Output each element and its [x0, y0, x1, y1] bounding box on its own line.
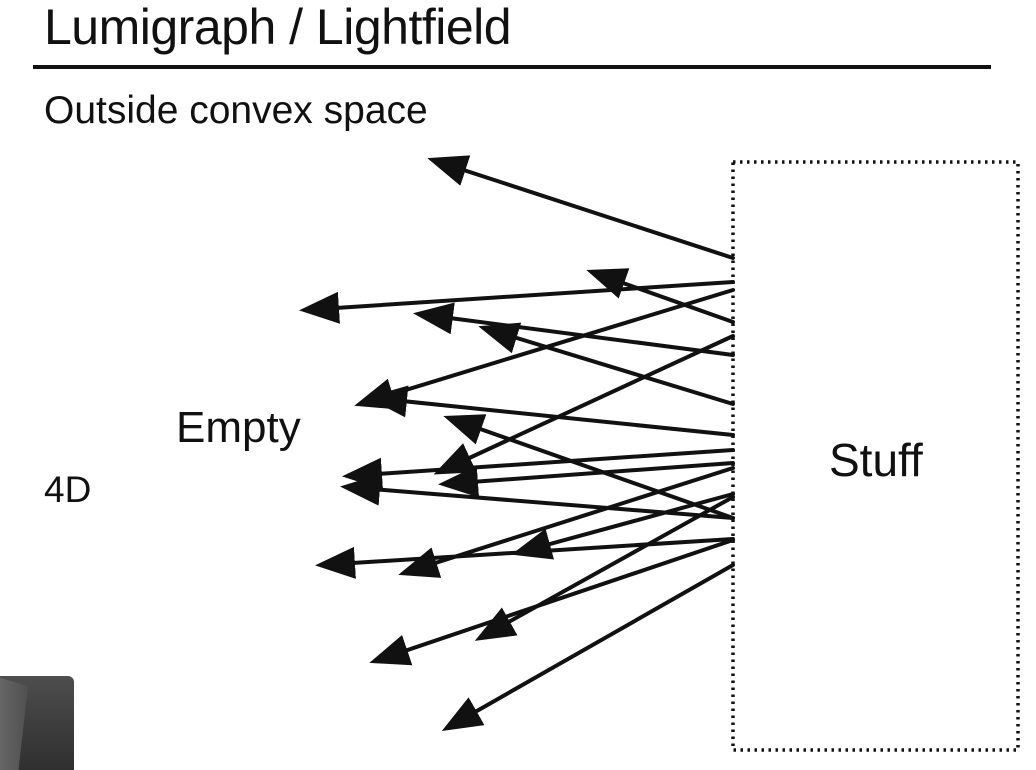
light-ray-arrow — [438, 461, 735, 498]
light-ray-arrow — [433, 334, 735, 475]
light-ray-arrow — [511, 492, 735, 560]
light-ray-arrow — [478, 322, 735, 406]
slide-subtitle: Outside convex space — [44, 89, 428, 132]
light-ray-arrow — [441, 563, 735, 731]
stuff-label: Stuff — [829, 434, 923, 486]
light-ray-arrow — [299, 280, 735, 324]
light-ray-arrow — [474, 495, 735, 641]
webcam-thumbnail — [0, 676, 74, 770]
light-ray-arrow — [413, 302, 735, 357]
light-ray-arrow — [586, 268, 735, 324]
stuff-region-box — [731, 160, 1020, 752]
title-divider — [33, 65, 991, 69]
light-ray-arrow — [342, 448, 735, 490]
light-rays — [299, 155, 735, 731]
light-ray-arrow — [427, 155, 735, 260]
light-ray-arrow — [367, 385, 735, 437]
light-ray-arrow — [369, 538, 735, 666]
webcam-shade — [0, 676, 28, 770]
dimension-label: 4D — [44, 469, 92, 510]
empty-space-label: Empty — [176, 403, 301, 452]
light-ray-arrow — [443, 414, 735, 520]
slide-title: Lumigraph / Lightfield — [44, 0, 512, 55]
light-ray-arrow — [340, 473, 735, 520]
